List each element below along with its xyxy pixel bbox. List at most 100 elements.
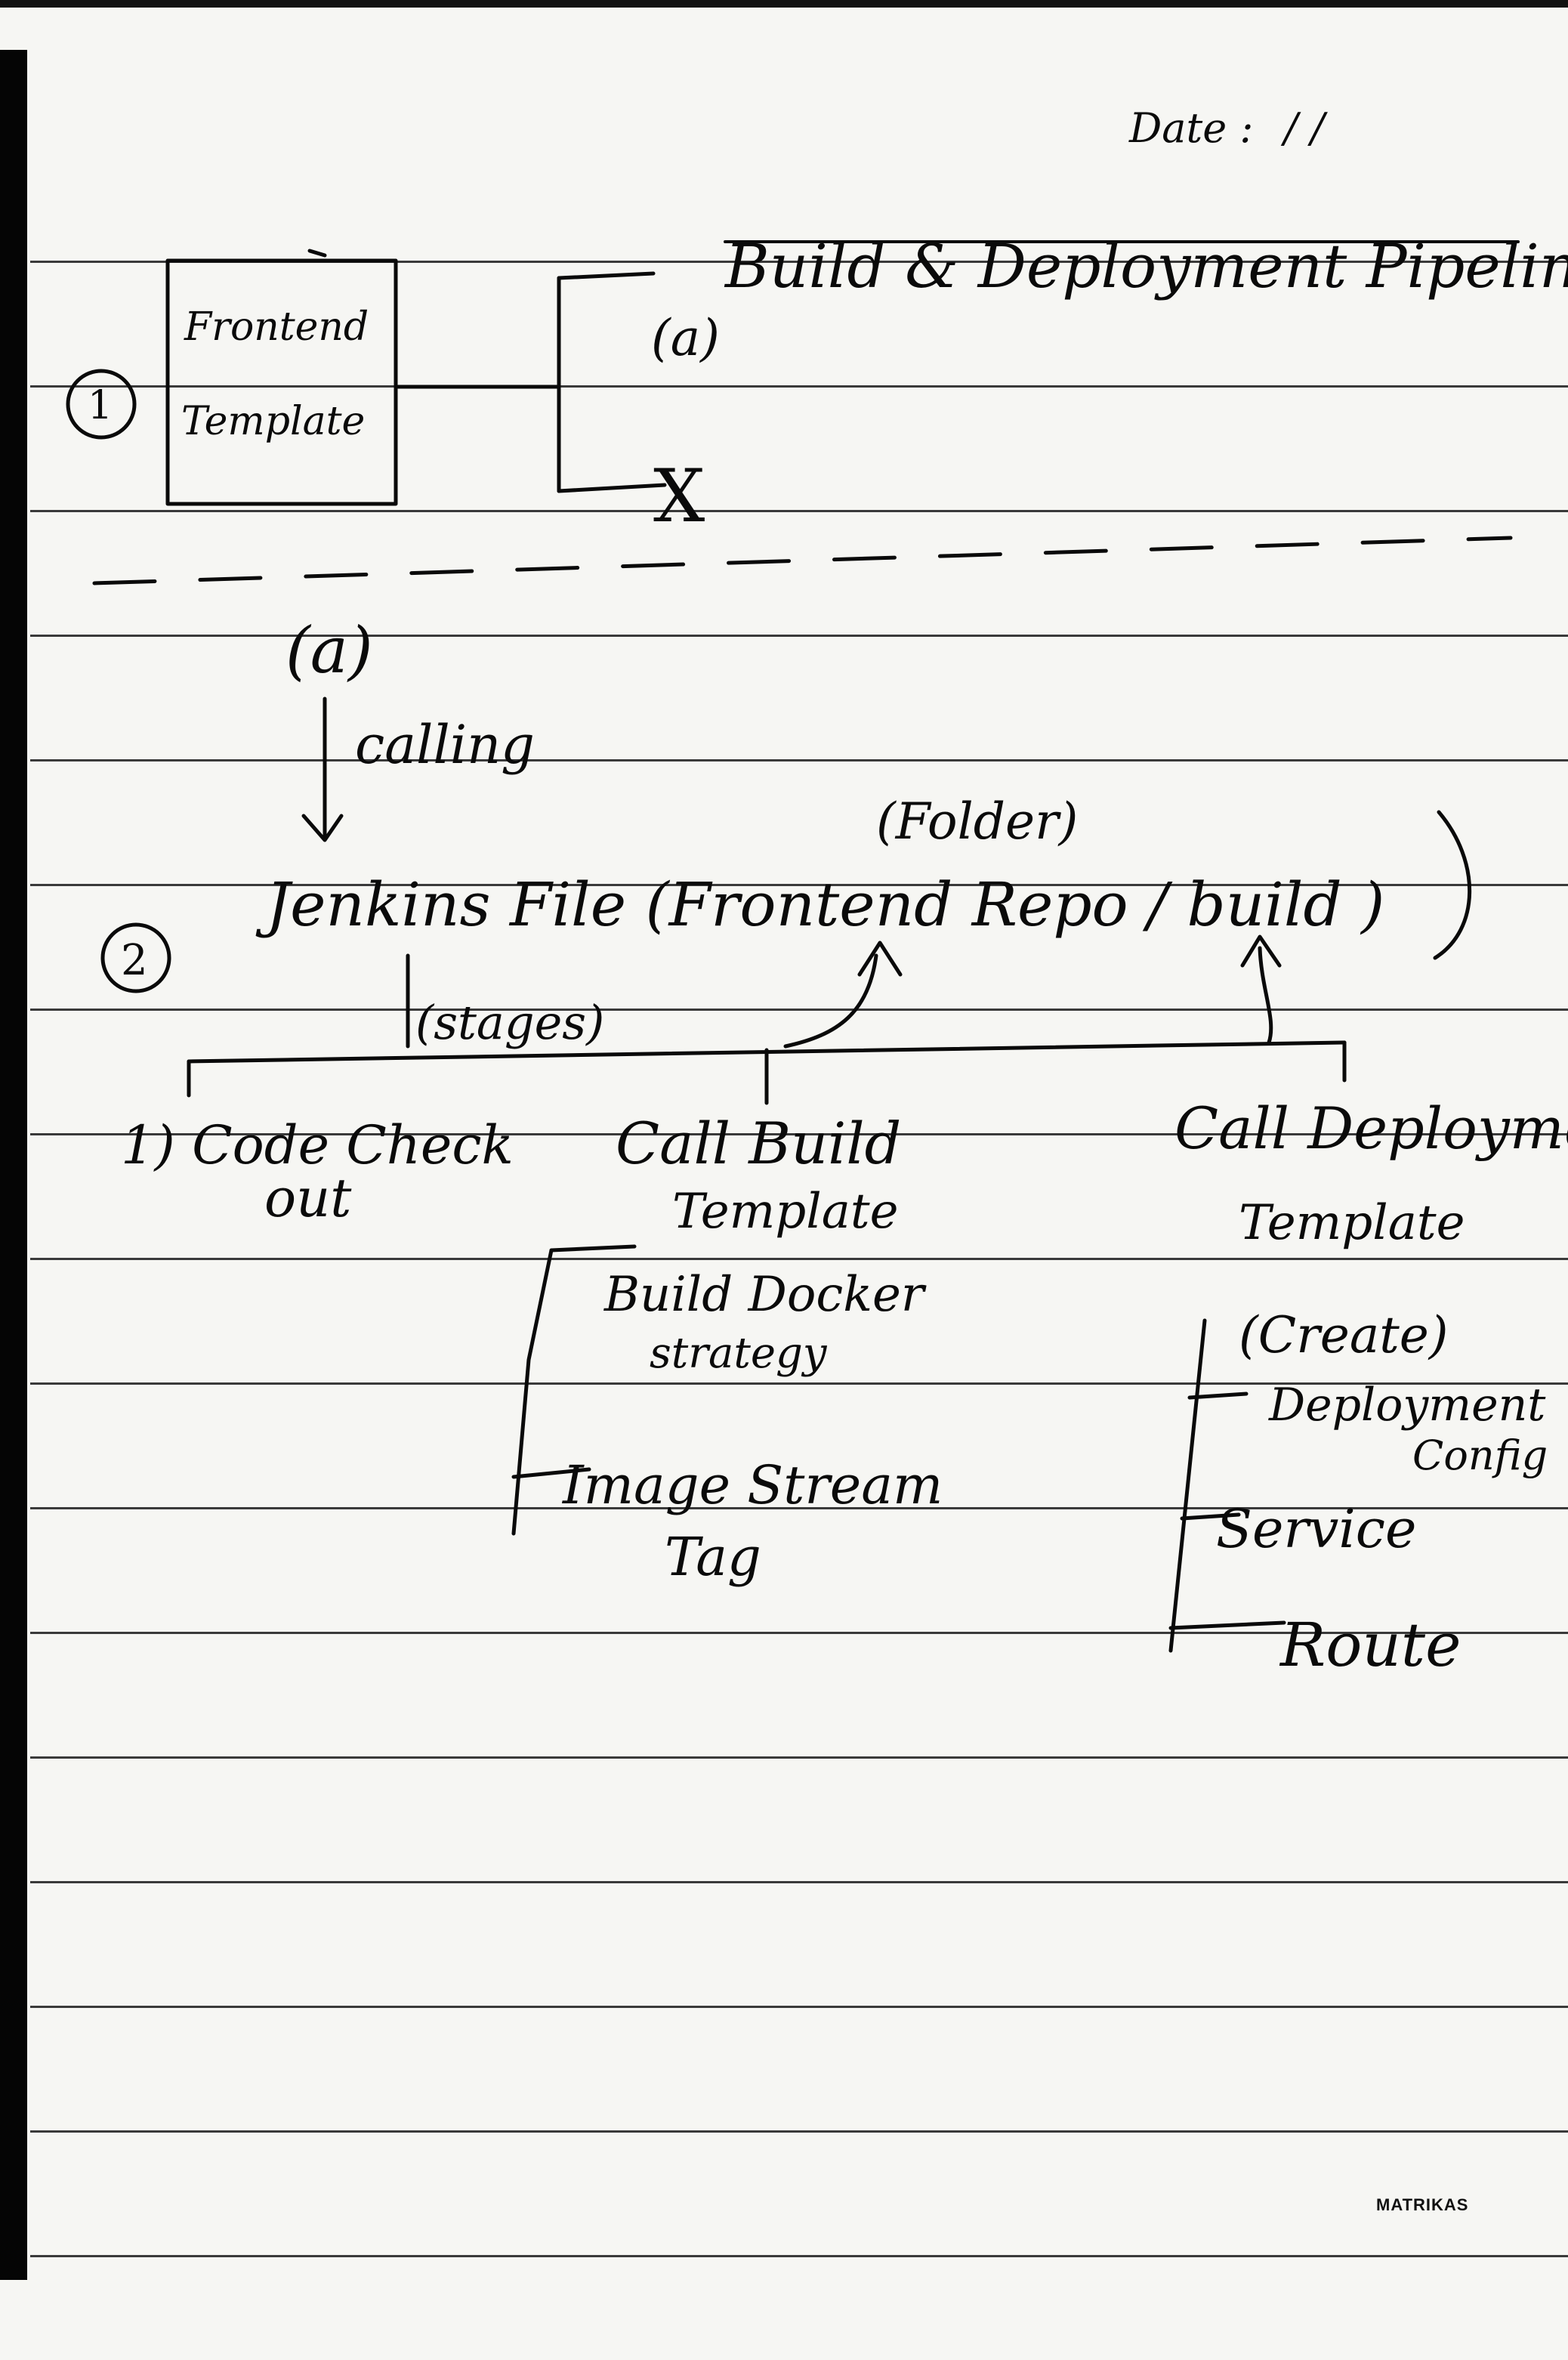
binding-hole: [0, 1722, 27, 1784]
binding-hole: [0, 1103, 27, 1165]
ruled-line: [30, 635, 1568, 637]
binding-hole: [0, 1475, 27, 1537]
notebook-brand-logo: MATRIKAS: [1376, 2195, 1469, 2214]
binding-hole: [0, 236, 27, 298]
ruled-line: [30, 1133, 1568, 1135]
binding-hole: [0, 2094, 27, 2156]
branch-x-line: [557, 483, 667, 493]
ruled-line: [30, 385, 1568, 388]
section-2-number: 2: [121, 936, 148, 985]
stage-3-line2: Template: [1239, 1195, 1465, 1251]
section-2-branch-a: (a): [286, 613, 373, 687]
binding-hole: [0, 298, 27, 360]
ruled-line: [30, 1009, 1568, 1011]
binding-hole: [0, 607, 27, 669]
binding-hole: [0, 1599, 27, 1660]
binding-hole: [0, 1846, 27, 1908]
build-tree-branch-1: [549, 1244, 637, 1253]
frontend-box-line2: Template: [181, 399, 365, 444]
binding-hole: [0, 669, 27, 731]
binding-hole: [0, 731, 27, 793]
deploy-create-label: (Create): [1239, 1306, 1449, 1364]
stages-label: (stages): [415, 995, 604, 1050]
calling-label: calling: [355, 714, 535, 776]
binding-hole: [0, 174, 27, 236]
ruled-line: [30, 1507, 1568, 1509]
date-value: / /: [1280, 104, 1328, 152]
deploy-item-2: Service: [1216, 1498, 1416, 1560]
binding-hole: [0, 50, 27, 112]
binding-hole: [0, 2156, 27, 2218]
binding-hole: [0, 1908, 27, 1970]
binding-hole: [0, 1351, 27, 1413]
branch-x-label: X: [653, 454, 705, 539]
build-item-1-line2: strategy: [650, 1329, 828, 1378]
section-2-circle: [100, 922, 171, 993]
section-1-number: 1: [88, 383, 113, 428]
ruled-line: [30, 1632, 1568, 1634]
ruled-line: [30, 261, 1568, 263]
binding-hole: [0, 1970, 27, 2032]
closing-paren: [1433, 810, 1472, 960]
binding-hole: [0, 1227, 27, 1289]
jenkins-file-label: Jenkins File (Frontend Repo / build ): [255, 870, 1384, 940]
deploy-item-1-line1: Deployment: [1268, 1379, 1546, 1432]
branch-a-line: [557, 271, 656, 280]
branch-a-label: (a): [651, 309, 720, 367]
ruled-line: [30, 1881, 1568, 1883]
ruled-line: [30, 510, 1568, 512]
deploy-tree-trunk: [1168, 1318, 1207, 1653]
stage-1-line1: 1) Code Check: [121, 1114, 514, 1176]
ruled-line: [30, 2006, 1568, 2008]
folder-label: (Folder): [876, 792, 1078, 851]
calling-arrow-head: [301, 814, 344, 842]
dashed-separator: [92, 536, 1513, 585]
binding-hole: [0, 2218, 27, 2280]
stage-3-line1: Call Deployment: [1174, 1095, 1568, 1162]
build-item-1-line1: Build Docker: [603, 1267, 927, 1323]
binding-hole: [0, 2032, 27, 2094]
branch-a-title: Build & Deployment Pipeline: [724, 231, 1568, 301]
section-1-circle: [66, 369, 137, 440]
build-item-2-line2: Tag: [665, 1526, 761, 1588]
build-item-2-line1: Image Stream: [561, 1454, 943, 1516]
binding-hole: [0, 1660, 27, 1722]
binding-hole: [0, 979, 27, 1041]
binding-hole: [0, 1041, 27, 1103]
ruled-line: [30, 2255, 1568, 2257]
binding-hole: [0, 917, 27, 979]
deploy-item-3: Route: [1279, 1610, 1461, 1680]
deploy-tree-branch-1: [1187, 1392, 1249, 1400]
build-tree-trunk: [511, 1248, 554, 1536]
ruled-line: [30, 2130, 1568, 2133]
ruled-line: [30, 1756, 1568, 1759]
ruled-line: [30, 1382, 1568, 1385]
box-tick: [307, 249, 327, 258]
deploy-tree-branch-3: [1168, 1620, 1286, 1630]
binding-hole: [0, 112, 27, 174]
deploy-tree-branch-2: [1180, 1512, 1241, 1521]
frontend-pointer: [783, 953, 878, 1049]
ruled-line: [30, 759, 1568, 761]
ruled-line: [30, 1258, 1568, 1260]
binding-hole: [0, 545, 27, 607]
binding-hole: [0, 1165, 27, 1227]
binding-hole: [0, 855, 27, 917]
stage-2-line2: Template: [672, 1184, 898, 1240]
binding-hole: [0, 1784, 27, 1846]
frontend-pointer-head: [857, 941, 903, 977]
binding-hole: [0, 793, 27, 855]
build-pointer-head: [1240, 934, 1282, 968]
frontend-box-line1: Frontend: [184, 304, 369, 350]
date-label: Date :: [1128, 104, 1254, 152]
ruled-line: [30, 884, 1568, 886]
build-tree-branch-2: [511, 1467, 591, 1479]
binding-hole: [0, 1413, 27, 1475]
frontend-template-box: [165, 258, 398, 506]
binding-hole: [0, 422, 27, 483]
deploy-item-1-line2: Config: [1412, 1432, 1548, 1479]
binding-hole: [0, 360, 27, 422]
build-pointer: [1258, 946, 1273, 1045]
